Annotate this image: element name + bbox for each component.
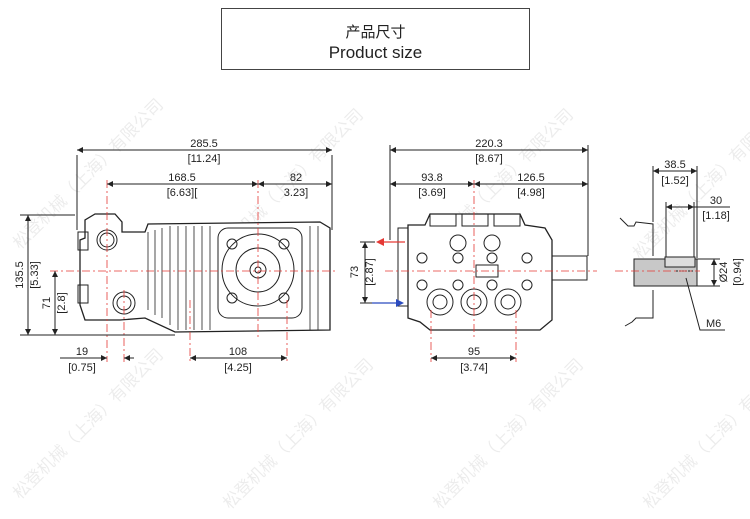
- dim-right-width: 126.5: [517, 172, 545, 184]
- dim-foot-spacing: 108: [229, 346, 247, 358]
- dim-foot-spacing: 95: [468, 346, 480, 358]
- dim-shaft-height: 71: [41, 297, 53, 309]
- side-view: [20, 147, 375, 362]
- shaft-detail: [615, 166, 730, 331]
- front-view: [385, 145, 597, 362]
- dim-inlet-to-shaft-in: [6.63][: [167, 187, 198, 199]
- dim-key-length: 30: [710, 195, 722, 207]
- dim-height-in: [5.33]: [29, 261, 41, 289]
- title-english: Product size: [328, 43, 423, 62]
- front-view-dimensions: 220.3 [8.67] 93.8 [3.69] 126.5 [4.98] 95…: [418, 138, 545, 374]
- dim-shaft-diameter-in: [0.94]: [732, 258, 744, 286]
- dim-height: 135.5: [14, 261, 26, 289]
- dim-shaft-to-end: 82: [290, 172, 302, 184]
- dim-outlet-offset: 19: [76, 346, 88, 358]
- inlet-arrow-head: [396, 299, 404, 307]
- dim-inlet-to-shaft: 168.5: [168, 172, 196, 184]
- dim-key-length-in: [1.18]: [702, 210, 730, 222]
- dim-shaft-length: 38.5: [664, 159, 685, 171]
- dim-right-width-in: [4.98]: [517, 187, 545, 199]
- dim-outlet-offset-in: [0.75]: [68, 362, 96, 374]
- watermark: 松登机械（上海）有限公司: [219, 355, 377, 513]
- dim-overall-length-in: [11.24]: [188, 153, 221, 165]
- outlet-arrow-head: [376, 238, 384, 246]
- watermark: 松登机械（上海）有限公司: [629, 105, 750, 263]
- dim-overall-width: 220.3: [475, 138, 503, 150]
- dim-port-spacing: 73: [349, 266, 361, 278]
- dim-shaft-to-end-in: 3.23]: [284, 187, 308, 199]
- dim-shaft-diameter: Ø24: [718, 262, 730, 283]
- dim-port-spacing-in: [2.87]: [364, 258, 376, 286]
- dim-shaft-length-in: [1.52]: [661, 175, 689, 187]
- watermark: 松登机械（上海）有限公司: [429, 355, 587, 513]
- title-box: 产品尺寸 Product size: [221, 8, 530, 70]
- thread-label: M6: [706, 318, 721, 330]
- watermark: 松登机械（上海）有限公司: [639, 355, 750, 513]
- title-chinese: 产品尺寸: [345, 24, 406, 41]
- dim-left-width: 93.8: [421, 172, 442, 184]
- dim-overall-length: 285.5: [190, 138, 218, 150]
- shaft-detail-dimensions: 38.5 [1.52] 30 [1.18] Ø24 [0.94] M6: [661, 159, 744, 330]
- side-view-dimensions: 285.5 [11.24] 168.5 [6.63][ 82 3.23] 135…: [14, 138, 376, 374]
- dim-overall-width-in: [8.67]: [475, 153, 503, 165]
- dim-left-width-in: [3.69]: [418, 187, 446, 199]
- dim-foot-spacing-in: [4.25]: [224, 362, 252, 374]
- dim-foot-spacing-in: [3.74]: [460, 362, 488, 374]
- flow-arrows: [372, 238, 405, 307]
- dim-shaft-height-in: [2.8]: [56, 292, 68, 313]
